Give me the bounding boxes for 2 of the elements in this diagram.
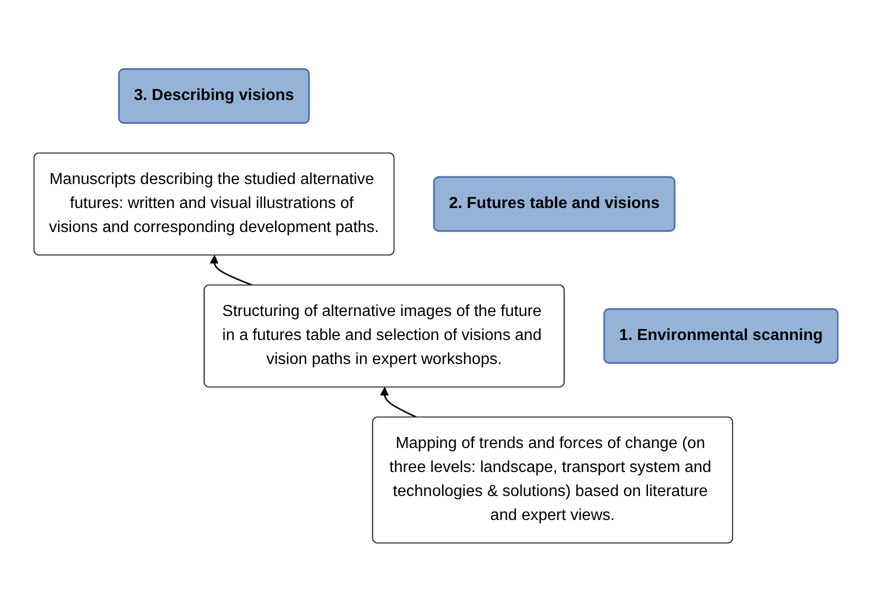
arrow xyxy=(380,386,418,418)
node-text: Manuscripts describing the studied alternative futures: written and visual illustrations of visions and corresponding development paths. xyxy=(49,170,380,236)
